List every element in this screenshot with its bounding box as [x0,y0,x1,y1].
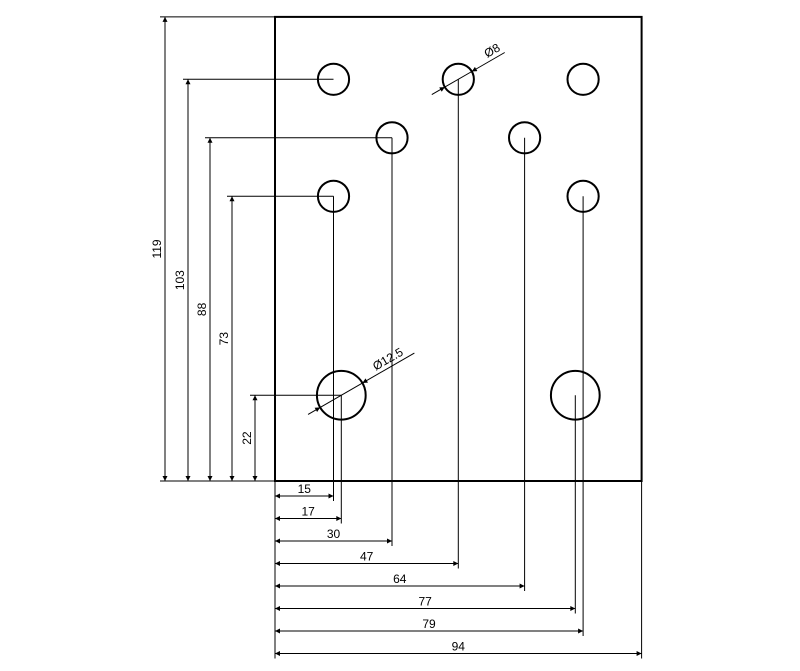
h-dim-label-17: 17 [301,505,315,519]
hole-9 [549,369,601,421]
dia-chord-1 [444,71,473,88]
h-dim-label-79: 79 [422,617,436,631]
dia-leader-a-2 [307,406,321,415]
h-dim-label-15: 15 [298,482,312,496]
h-dim-label-94: 94 [452,640,466,654]
dia-label-2: Ø12.5 [370,345,406,374]
holes-layer [315,62,601,421]
hole-5 [507,121,542,155]
hole-4 [375,121,409,155]
h-dim-label-77: 77 [418,595,432,609]
dia-leader-b-1 [471,52,505,72]
hole-1 [316,62,351,96]
dia-chord-2 [319,382,363,408]
v-dim-label-119: 119 [150,239,164,258]
v-dim-label-22: 22 [240,431,254,445]
hole-7 [566,179,600,213]
v-dim-label-73: 73 [217,332,231,346]
dia-leader-a-1 [431,86,446,96]
h-dim-label-30: 30 [327,527,341,541]
h-dim-label-64: 64 [393,572,407,586]
dia-leader-b-2 [362,352,415,384]
v-dim-label-88: 88 [195,302,209,316]
dia-label-1: Ø8 [482,40,503,60]
hole-3 [566,62,600,96]
hole-2 [441,62,475,96]
v-dim-label-103: 103 [173,270,187,290]
hole-8 [315,369,367,421]
extension-lines [160,16,643,659]
h-dim-label-47: 47 [360,550,374,564]
hole-6 [316,179,351,213]
